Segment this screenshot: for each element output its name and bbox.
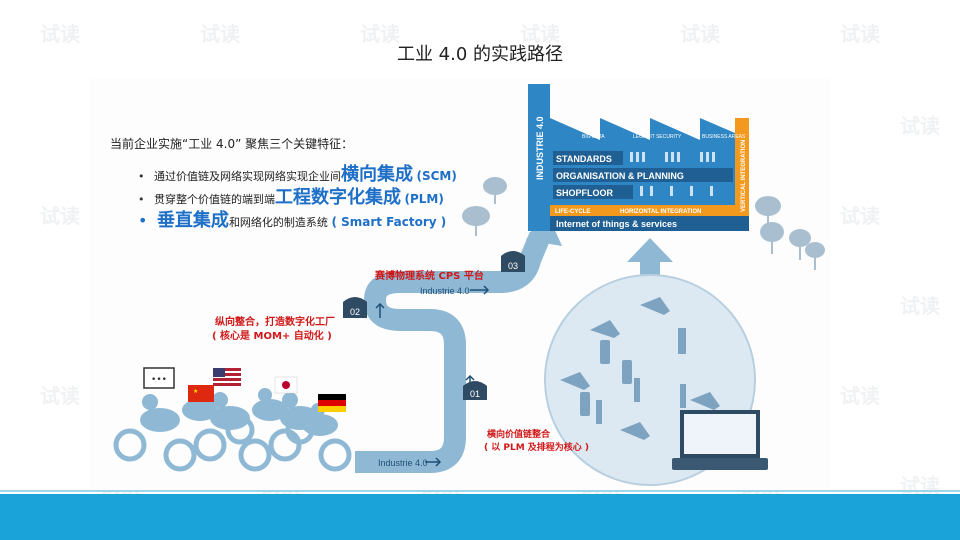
milestone-label: 01: [470, 389, 480, 399]
bullet-dot-icon: •: [138, 193, 145, 206]
bullet-text: 通过价值链及网络实现网络实现企业间: [154, 170, 341, 183]
bullet-emphasis: 工程数字化集成: [275, 187, 401, 208]
up-arrow-icon: [627, 238, 673, 285]
vertical-annotation-line2: ( 核心是 MOM+ 自动化 ): [212, 331, 332, 342]
road-label-top: Industrie 4.0: [420, 286, 470, 296]
bullet-abbr: (SCM): [416, 169, 457, 183]
svg-text:★: ★: [193, 388, 198, 395]
page-title: 工业 4.0 的实践路径: [396, 44, 564, 65]
cps-annotation: 赛博物理系统 CPS 平台: [375, 271, 484, 282]
horizontal-annotation-line1: 横向价值链整合: [487, 430, 551, 440]
milestone-03: 03: [501, 251, 525, 272]
bullet-horizontal: • 通过价值链及网络实现网络实现企业间横向集成 (SCM): [138, 160, 457, 186]
cyclists-illustration: [113, 388, 352, 472]
roof-label: BIG DATA: [582, 134, 605, 140]
road-arrow-icon: [425, 457, 442, 467]
people-icons: [630, 152, 715, 196]
speech-bubble: •••: [143, 367, 175, 389]
bullet-abbr: ( Smart Factory ): [331, 215, 447, 229]
bullet-emphasis: 横向集成: [341, 164, 413, 185]
factory-row-label: ORGANISATION & PLANNING: [556, 171, 684, 181]
bullet-text: 贯穿整个价值链的端到端: [154, 193, 275, 206]
bullet-engineering: • 贯穿整个价值链的端到端工程数字化集成 (PLM): [138, 183, 444, 209]
flag-usa-icon: [213, 368, 241, 386]
milestone-02: 02: [343, 297, 367, 318]
laptop-icon: [672, 410, 768, 470]
flag-japan-icon: [274, 376, 298, 394]
factory-side-label: INDUSTRIE 4.0: [535, 116, 545, 180]
factory-row-label: SHOPFLOOR: [556, 188, 614, 198]
milestone-01: 01: [463, 381, 487, 400]
bullet-abbr: (PLM): [404, 192, 444, 206]
bullet-dot-icon: •: [138, 211, 148, 230]
vertical-annotation-line1: 纵向整合，打造数字化工厂: [215, 317, 335, 328]
milestone-label: 03: [508, 261, 518, 271]
lifecycle-label: LIFE-CYCLE: [555, 209, 590, 215]
factory-illustration: [528, 84, 749, 231]
intro-text: 当前企业实施“工业 4.0” 聚焦三个关键特征：: [110, 137, 354, 151]
speech-bubble-text: •••: [151, 375, 167, 385]
bullet-dot-icon: •: [138, 170, 145, 183]
tree-icons: [462, 177, 825, 270]
flag-china-icon: ★: [188, 385, 214, 402]
bullet-vertical: • 垂直集成和网络化的制造系统 ( Smart Factory ): [138, 206, 446, 232]
road-arrow-icon: [375, 302, 385, 318]
flag-germany-icon: [318, 394, 346, 412]
horizontal-label: HORIZONTAL INTEGRATION: [620, 209, 701, 215]
factory-vertical-label: VERTICAL INTEGRATION: [741, 140, 747, 212]
milestone-label: 02: [350, 307, 360, 317]
horizontal-annotation-line2: ( 以 PLM 及排程为核心 ): [484, 443, 590, 453]
roof-label: BUSINESS AREAS: [702, 134, 746, 140]
bullet-text: 和网络化的制造系统: [228, 216, 328, 229]
factory-row-label: STANDARDS: [556, 154, 612, 164]
road-arrow-icon: [470, 285, 490, 295]
bottom-divider: [0, 490, 960, 492]
bottom-band: [0, 494, 960, 540]
road: [355, 208, 562, 473]
roof-label: LEGAL IT SECURITY: [633, 134, 682, 140]
factory-bottom-label: Internet of things & services: [556, 219, 677, 229]
road-label-bottom: Industrie 4.0: [378, 458, 428, 468]
bullet-emphasis: 垂直集成: [156, 210, 229, 231]
